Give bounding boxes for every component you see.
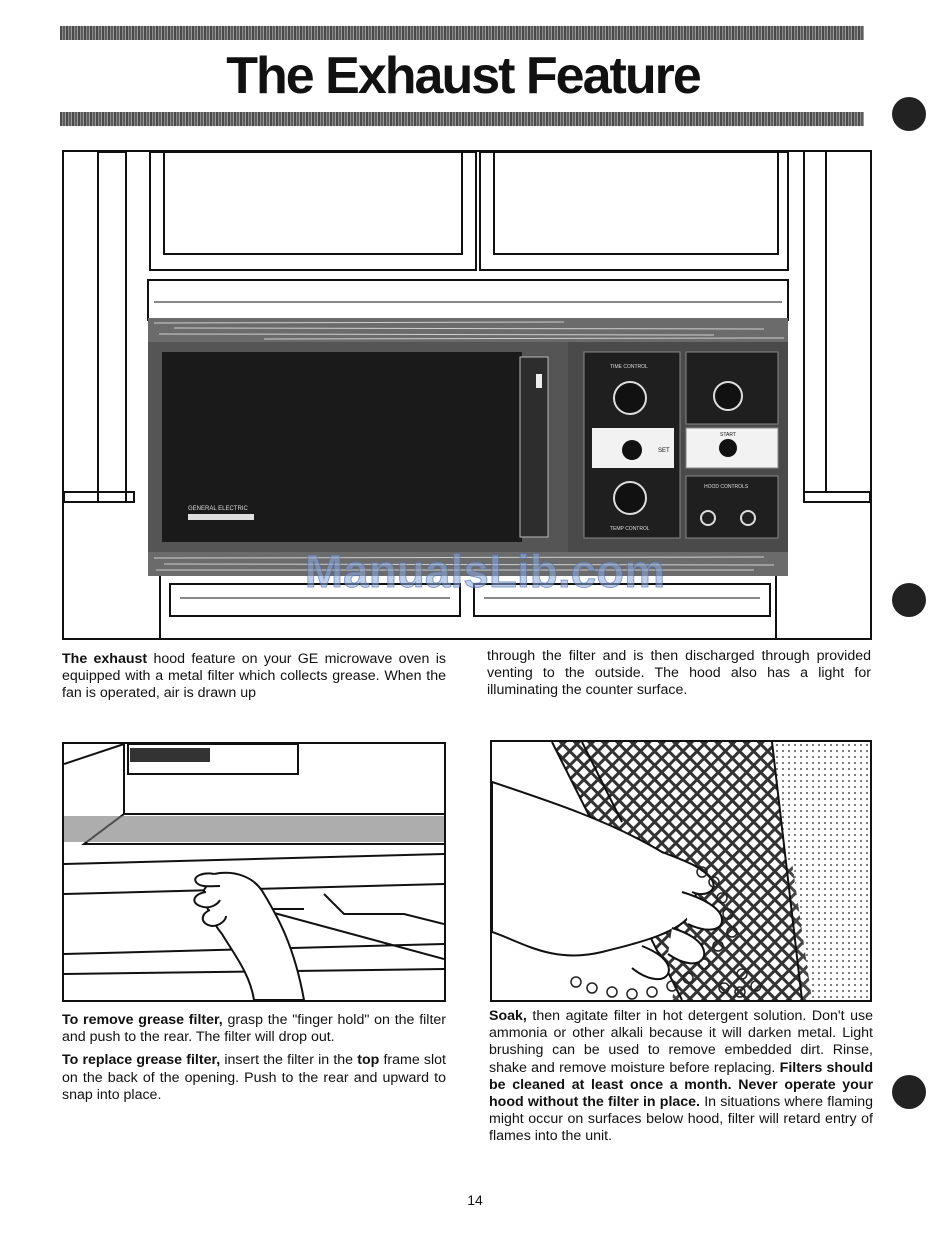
soak-body-1: then agitate filter in hot detergent sol… — [489, 1008, 873, 1076]
page-title: The Exhaust Feature — [226, 47, 701, 105]
replace-emphasis: top — [357, 1052, 380, 1069]
binder-hole-3 — [892, 1075, 926, 1109]
intro-left-body: hood feature on your GE microwave oven i… — [62, 651, 446, 702]
intro-text-right: through the filter and is then discharge… — [487, 648, 871, 706]
filter-soaking-illustration — [490, 740, 872, 1002]
binder-hole-2 — [892, 583, 926, 617]
intro-text-left: The exhaust hood feature on your GE micr… — [62, 651, 446, 709]
soak-heading: Soak, — [489, 1008, 527, 1024]
intro-lead: The exhaust — [62, 651, 148, 667]
brand-label: GENERAL ELECTRIC — [188, 506, 248, 512]
remove-heading: To remove grease filter, — [62, 1012, 223, 1028]
replace-heading: To replace grease filter, — [62, 1052, 221, 1069]
remove-body: grasp the "finger hold" on the filter an… — [62, 1012, 447, 1046]
intro-right-body: through the filter and is then discharge… — [487, 648, 871, 699]
start-label: START — [720, 432, 736, 438]
replace-body-2: frame slot on the back of the opening. P… — [62, 1052, 446, 1103]
binder-hole-1 — [892, 97, 926, 131]
filter-removal-illustration — [62, 742, 446, 1002]
remove-paragraph: To remove grease filter, grasp the "fing… — [62, 1012, 446, 1046]
temp-control-label: TEMP CONTROL — [610, 526, 650, 532]
replace-paragraph: To replace grease filter, insert the fil… — [62, 1052, 446, 1104]
filter-removal-text: To remove grease filter, grasp the "fing… — [62, 1012, 446, 1110]
page-number: 14 — [467, 1192, 483, 1208]
header-rule-top — [60, 26, 864, 40]
soak-body-2: In situations where flaming might occur … — [489, 1094, 873, 1145]
soak-paragraph: Soak, then agitate filter in hot deterge… — [489, 1008, 873, 1146]
microwave-hood-illustration: GENERAL ELECTRIC TIME CONTROL START TEMP… — [62, 150, 872, 640]
soak-warning: Filters should be cleaned at least once … — [489, 1059, 874, 1111]
replace-body-1: insert the filter in the — [220, 1052, 358, 1069]
filter-cleaning-text: Soak, then agitate filter in hot deterge… — [489, 1008, 873, 1152]
hood-controls-label: HOOD CONTROLS — [704, 484, 749, 490]
watermark: ManualsLib.com — [304, 545, 666, 598]
set-label: SET — [658, 448, 670, 454]
header-rule-bottom — [60, 112, 864, 126]
time-control-label: TIME CONTROL — [610, 364, 648, 370]
